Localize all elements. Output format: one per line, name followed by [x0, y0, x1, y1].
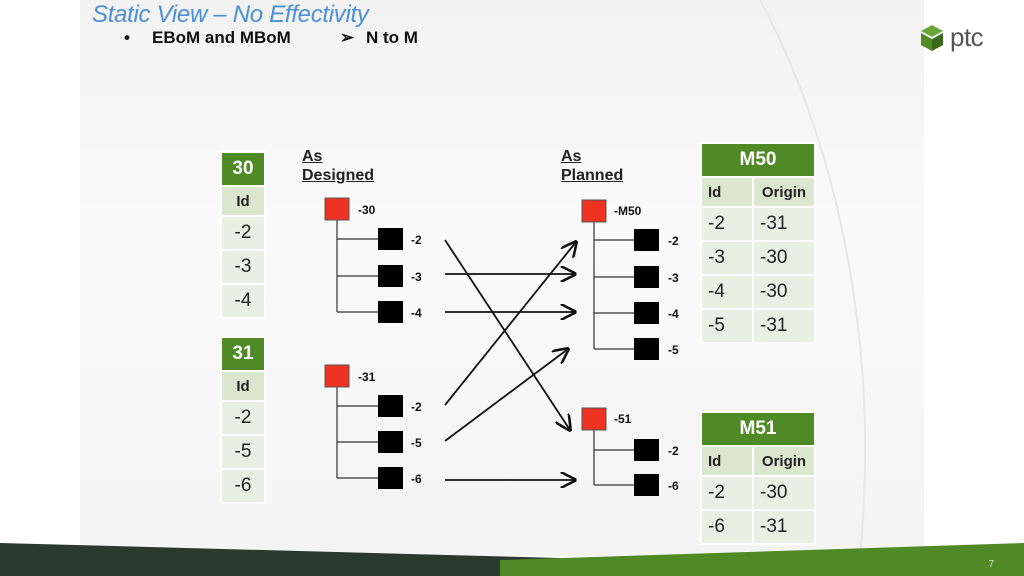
node-label: -3: [411, 270, 422, 284]
table-title: M50: [700, 142, 816, 178]
table-cell: -2: [700, 475, 754, 511]
node-label: -4: [668, 307, 679, 321]
node-label: -5: [411, 436, 422, 450]
table-cell: -3: [700, 240, 754, 276]
table-cell: -5: [700, 308, 754, 344]
column-header: Id: [700, 445, 754, 477]
black-child-node: [634, 266, 659, 288]
bottom-bar-dark: [0, 543, 560, 576]
as-designed-label-line1: As: [302, 148, 323, 165]
table-cell: -30: [752, 240, 816, 276]
table-cell: -2: [220, 215, 266, 251]
node-label: -2: [411, 400, 422, 414]
ptc-logo: ptc: [920, 22, 984, 53]
as-planned-label: As Planned: [561, 147, 623, 185]
table-cell: -30: [752, 475, 816, 511]
node-label: -51: [614, 412, 632, 426]
table-cell: -30: [752, 274, 816, 310]
bullet-glyph: •: [124, 28, 130, 47]
black-child-node: [378, 431, 403, 453]
table-cell: -4: [220, 283, 266, 319]
black-child-node: [634, 439, 659, 461]
red-root-node: [581, 199, 607, 223]
as-planned-label-line1: As: [561, 148, 582, 165]
node-label: -2: [411, 233, 422, 247]
black-child-node: [378, 395, 403, 417]
black-child-node: [378, 228, 403, 250]
red-root-node: [581, 407, 607, 431]
table-title: M51: [700, 411, 816, 447]
black-child-node: [378, 467, 403, 489]
table-title: 31: [220, 336, 266, 372]
designed-tree-30: [336, 220, 378, 313]
node-label: -M50: [614, 204, 642, 218]
black-child-node: [378, 301, 403, 323]
table-cell: -3: [220, 249, 266, 285]
node-label: -31: [358, 370, 376, 384]
mbom-table-m50: M50 Id Origin -2-31 -3-30 -4-30 -5-31: [700, 142, 816, 344]
designed-tree-31: [336, 387, 378, 479]
table-cell: -5: [220, 434, 266, 470]
table-cell: -4: [700, 274, 754, 310]
mapping-arrow: [444, 242, 576, 406]
slide-title: Static View – No Effectivity: [92, 1, 369, 28]
arrow-bullet-icon: ➢: [340, 28, 355, 47]
node-label: -5: [668, 343, 679, 357]
node-label: -3: [668, 271, 679, 285]
column-header: Id: [220, 185, 266, 217]
node-label: -2: [668, 234, 679, 248]
black-child-node: [378, 265, 403, 287]
ebom-table-31: 31 Id -2 -5 -6: [220, 336, 266, 504]
mbom-table-m51: M51 Id Origin -2-30 -6-31: [700, 411, 816, 545]
planned-tree-m51: [593, 430, 634, 486]
node-label: -30: [358, 203, 376, 217]
column-header: Origin: [752, 445, 816, 477]
node-label: -6: [668, 479, 679, 493]
as-designed-label: As Designed: [302, 147, 374, 185]
mapping-arrow: [444, 239, 570, 430]
column-header: Origin: [752, 176, 816, 208]
column-header: Id: [700, 176, 754, 208]
ebom-table-30: 30 Id -2 -3 -4: [220, 151, 266, 319]
decorative-swoosh: [759, 0, 867, 557]
table-cell: -31: [752, 509, 816, 545]
arrow-bullet-text: N to M: [366, 28, 418, 47]
mapping-arrow: [444, 349, 568, 442]
table-cell: -2: [700, 206, 754, 242]
red-root-node: [324, 197, 350, 221]
ptc-logo-text: ptc: [950, 22, 984, 52]
page-number: 7: [988, 559, 994, 570]
black-child-node: [634, 302, 659, 324]
planned-tree-m50: [593, 222, 634, 350]
red-root-node: [324, 364, 350, 388]
node-label: -2: [668, 444, 679, 458]
table-cell: -2: [220, 400, 266, 436]
as-planned-label-line2: Planned: [561, 167, 624, 184]
ptc-cube-icon: [921, 24, 943, 51]
column-header: Id: [220, 370, 266, 402]
table-cell: -6: [220, 468, 266, 504]
node-label: -6: [411, 472, 422, 486]
bottom-bar-green: [500, 543, 1024, 576]
black-child-node: [634, 474, 659, 496]
bullet-text: EBoM and MBoM: [152, 28, 291, 47]
table-cell: -31: [752, 206, 816, 242]
black-child-node: [634, 338, 659, 360]
table-title: 30: [220, 151, 266, 187]
table-cell: -31: [752, 308, 816, 344]
node-label: -4: [411, 306, 422, 320]
as-designed-label-line2: Designed: [302, 167, 375, 184]
table-cell: -6: [700, 509, 754, 545]
black-child-node: [634, 229, 659, 251]
